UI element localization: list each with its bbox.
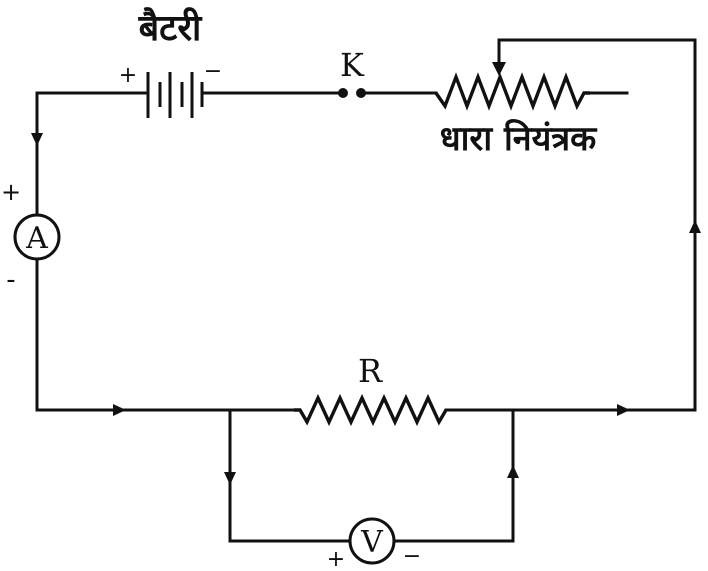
wire-voltmeter-branch [228,408,515,543]
wire-bottom-left [35,256,296,412]
voltmeter-positive-sign: + [327,547,345,571]
key-switch [338,88,366,98]
current-arrow-left-down [31,133,43,146]
current-arrow-right-up [689,220,701,233]
resistor-label: R [358,352,383,390]
wire-rheostat-slider-to-right [444,38,697,412]
rheostat [434,62,590,111]
ammeter-negative-sign: - [6,265,15,295]
wire-top-left [35,91,144,234]
ammeter [13,213,61,261]
battery-negative-sign: − [204,59,222,84]
voltmeter-label: V [360,525,384,560]
key-label: K [340,46,365,84]
voltmeter [348,517,396,565]
rheostat-coil [434,72,590,111]
voltmeter-negative-sign: − [403,544,421,569]
current-arrow-voltmeter-up [507,465,519,478]
current-arrow-voltmeter-down [224,472,236,485]
current-arrow-bottom-right [617,404,630,416]
ammeter-label: A [25,221,48,256]
resistor-r [294,393,448,427]
battery-positive-sign: + [119,63,137,88]
battery [142,72,204,118]
rheostat-slider-arrowhead [492,62,506,76]
battery-label: बैटरी [138,7,203,49]
ammeter-positive-sign: + [1,178,21,206]
rheostat-label: धारा नियंत्रक [440,118,598,159]
current-arrow-bottom-left [113,404,126,416]
